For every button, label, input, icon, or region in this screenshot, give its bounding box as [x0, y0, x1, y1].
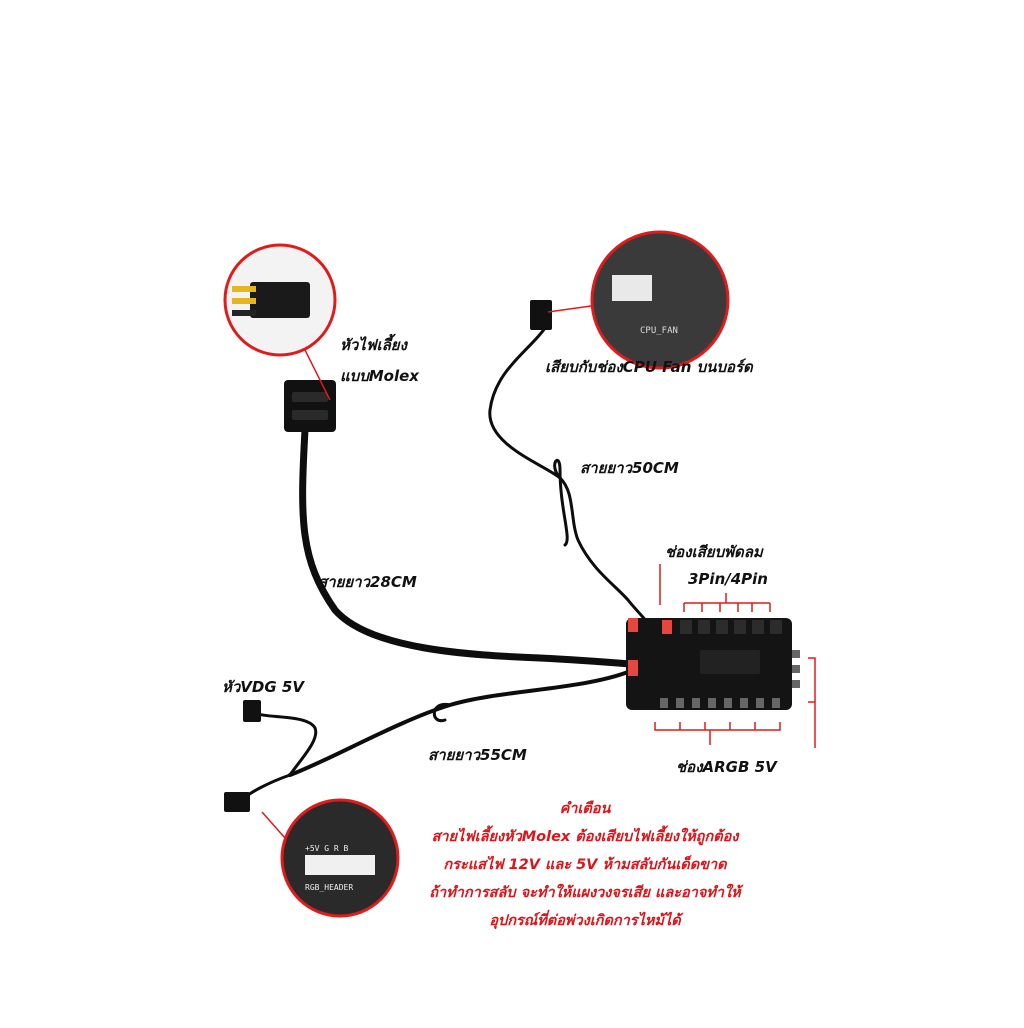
warning-line-1: สายไฟเลี้ยงหัวMolex ต้องเสียบไฟเลี้ยงให้…	[431, 829, 739, 845]
fan-port-label: ช่องเสียบพัดลม	[665, 543, 763, 561]
molex-cable	[299, 426, 634, 668]
svg-text:CPU_FAN: CPU_FAN	[640, 326, 678, 336]
vdg-label: หัวVDG 5V	[222, 678, 304, 696]
vdg-branch-a	[256, 712, 318, 777]
argb-label: ช่องARGB 5V	[676, 758, 777, 776]
cpu-fan-plug	[530, 300, 552, 330]
molex-sub-label: แบบMolex	[340, 367, 419, 385]
cables	[240, 326, 652, 802]
cable-55-label: สายยาว55CM	[428, 746, 527, 764]
cable-50-label: สายยาว50CM	[580, 459, 679, 477]
svg-text:+5V G R B: +5V G R B	[305, 844, 349, 853]
cable-28-label: สายยาว28CM	[318, 573, 417, 591]
molex-label: หัวไฟเลี้ยง	[340, 336, 407, 354]
fan-pin-label: 3Pin/4Pin	[688, 570, 768, 588]
warning-line-4: อุปกรณ์ที่ต่อพ่วงเกิดการไหม้ได้	[489, 913, 681, 929]
fan-hub-board	[626, 618, 800, 710]
argb-cable-loop	[432, 702, 452, 723]
cpu-fan-inset: CPU_FAN	[590, 230, 730, 370]
cpu-fan-cable-loop	[553, 458, 569, 547]
molex-inset	[223, 243, 337, 357]
warning-line-2: กระแสไฟ 12V และ 5V ห้ามสลับกันเด็ดขาด	[443, 857, 727, 873]
svg-text:RGB_HEADER: RGB_HEADER	[305, 883, 353, 892]
warning-line-3: ถ้าทำการสลับ จะทำให้แผงวงจรเสีย และอาจทำ…	[429, 885, 741, 901]
cpu-fan-label: เสียบกับช่องCPU Fan บนบอร์ด	[545, 358, 753, 376]
molex-connector	[284, 380, 336, 432]
vdg-plug-b	[224, 792, 250, 812]
vdg-plug-a	[243, 700, 261, 722]
cpu-fan-cable	[488, 326, 652, 627]
warning-title: คำเตือน	[559, 801, 611, 817]
rgb-header-inset: RGB_HEADER +5V G R B	[280, 798, 400, 918]
